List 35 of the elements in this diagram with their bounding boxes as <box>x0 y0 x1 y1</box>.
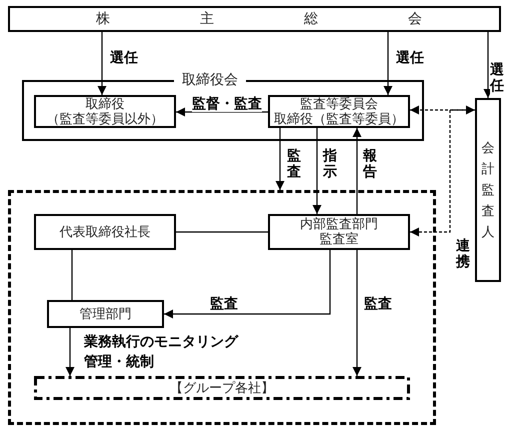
edge-label: 報告 <box>363 148 378 180</box>
arrow <box>484 32 492 98</box>
arrow <box>176 108 268 116</box>
connector-line <box>71 250 73 300</box>
arrow <box>164 250 331 318</box>
edge-label: 監督・監査 <box>192 96 262 112</box>
director-box: 取締役 （監査等委員以外） <box>34 95 176 128</box>
arrow <box>410 106 475 114</box>
group-companies-box: 【グループ各社】 <box>34 376 410 400</box>
edge-label: 指示 <box>323 148 338 180</box>
connector-line <box>176 231 268 233</box>
edge-label: 監査 <box>364 296 392 312</box>
committee-box: 監査等委員会 取締役（監査等委員） <box>268 95 410 128</box>
arrow <box>352 250 362 376</box>
arrow <box>66 328 74 376</box>
arrow <box>384 32 392 95</box>
admin-department-box: 管理部門 <box>47 300 164 328</box>
edge-label: 監査 <box>287 148 302 180</box>
arrow <box>352 128 362 214</box>
president-box: 代表取締役社長 <box>34 214 176 250</box>
edge-label: 選任 <box>490 62 505 94</box>
edge-label: 選任 <box>110 50 138 66</box>
edge-label: 選任 <box>396 50 424 66</box>
meeting-box: 株主総会 <box>8 6 501 32</box>
auditor-box: 会計監査人 <box>475 98 501 282</box>
arrow <box>276 128 284 190</box>
edge-label: 連携 <box>456 238 471 270</box>
arrow <box>98 32 106 95</box>
note-text: 管理・統制 <box>84 354 154 370</box>
arrow <box>312 128 322 214</box>
note-text: 業務執行のモニタリング <box>84 334 238 350</box>
audit-department-box: 内部監査部門 監査室 <box>268 214 410 250</box>
arrow <box>410 109 475 236</box>
edge-label: 監査 <box>210 296 238 312</box>
board-heading: 取締役会 <box>174 72 246 88</box>
